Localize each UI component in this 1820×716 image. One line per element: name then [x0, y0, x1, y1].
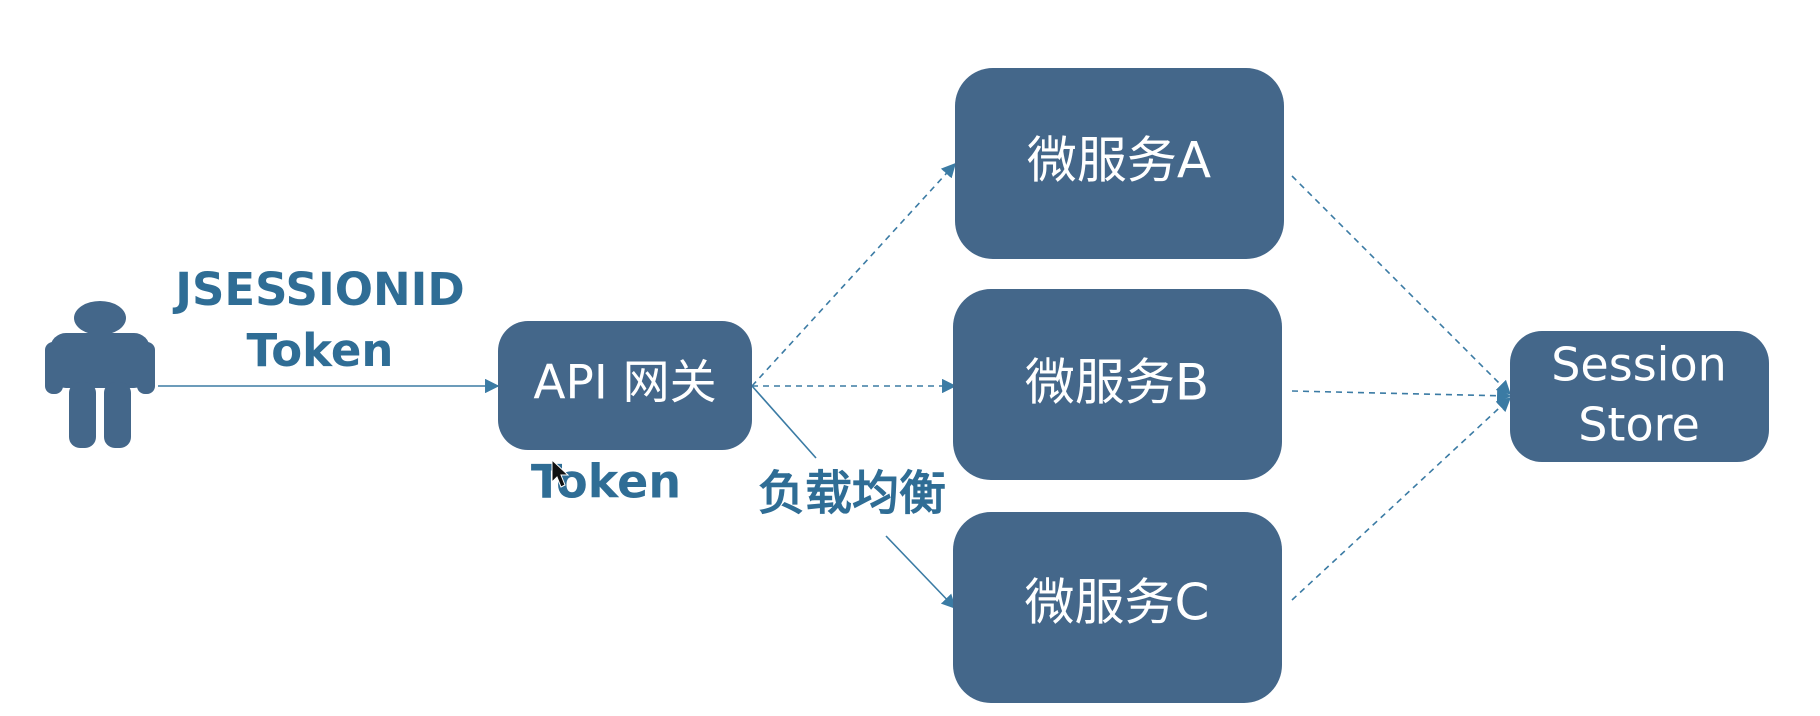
service-b-node-label: 微服务B: [1025, 354, 1209, 412]
edge-service-c-to-session-store: [1291, 397, 1512, 601]
gateway-node-label: API 网关: [533, 356, 716, 411]
edge-service-a-to-session-store: [1291, 175, 1512, 396]
user-gateway-label-line2: Token: [247, 324, 394, 377]
service-a-node-label: 微服务A: [1027, 132, 1211, 190]
mouse-pointer-icon: [551, 458, 570, 488]
edge-load-balance-to-service-c: [885, 535, 956, 610]
service-a-node: 微服务A: [955, 68, 1284, 259]
user-gateway-label-line1: JSESSIONID: [172, 263, 464, 316]
session-store-node: Session Store: [1510, 331, 1769, 462]
user-icon: [45, 301, 155, 448]
service-b-node: 微服务B: [953, 289, 1282, 480]
gateway-node: API 网关: [498, 321, 752, 450]
service-c-node-label: 微服务C: [1025, 574, 1210, 632]
edge-gateway-to-load-balance: [751, 385, 817, 459]
session-store-label-line1: Session: [1551, 338, 1727, 392]
service-c-node: 微服务C: [953, 512, 1282, 703]
session-store-label-line2: Store: [1578, 398, 1700, 452]
load-balance-label: 负载均衡: [758, 467, 946, 522]
edge-service-b-to-session-store: [1291, 388, 1512, 403]
edge-gateway-to-service-a: [751, 162, 956, 387]
